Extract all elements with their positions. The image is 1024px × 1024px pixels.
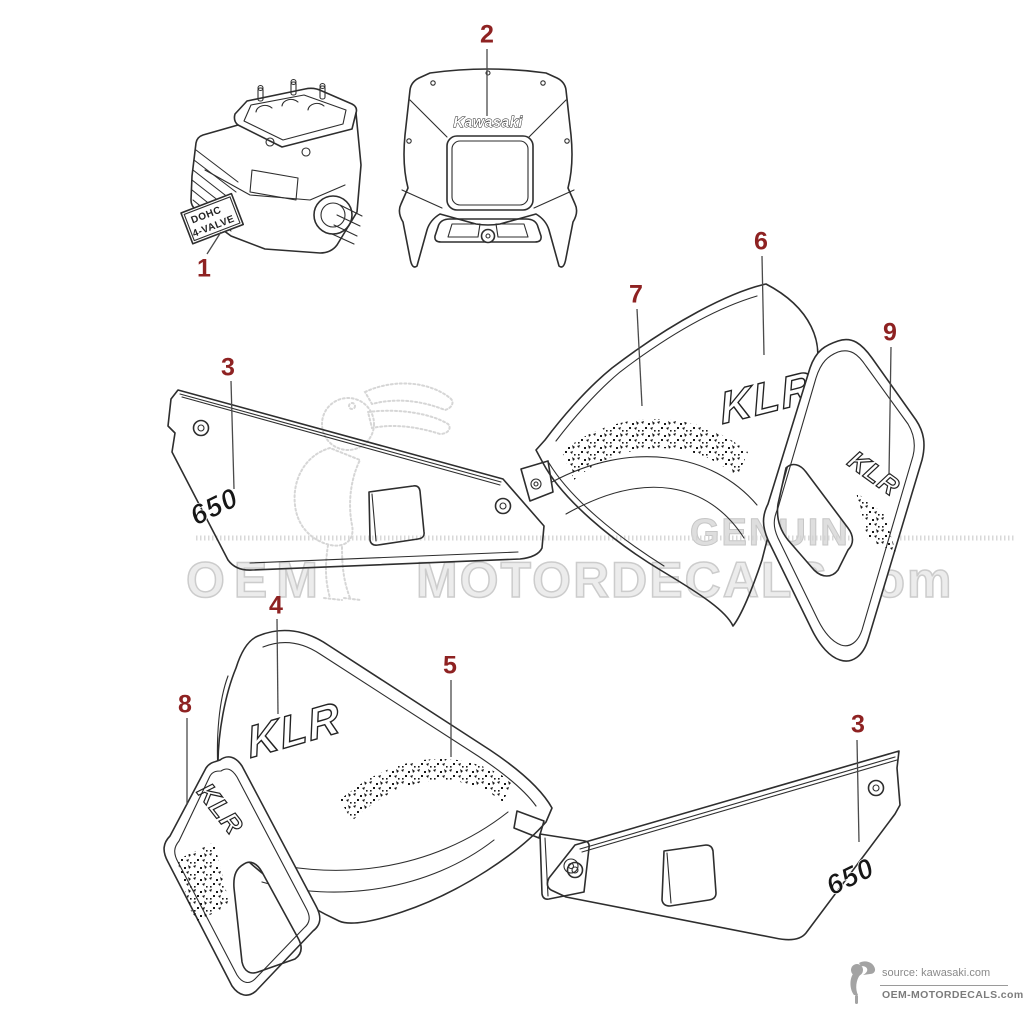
- badge-site-text: OEM-MOTORDECALS.com: [882, 989, 1024, 1001]
- source-badge: source: kawasaki.com OEM-MOTORDECALS.com: [846, 960, 1024, 1012]
- tank-klr-decal-left: KLR: [245, 693, 345, 768]
- watermark-toucan: [196, 382, 1016, 601]
- kawasaki-logo-decal: Kawasaki: [453, 115, 523, 131]
- side-panel-650-decal: 650: [185, 482, 243, 532]
- headlight-fairing-drawing: Kawasaki: [398, 68, 578, 268]
- dohc-valve-decal: DOHC 4-VALVE: [180, 192, 245, 245]
- leader-line-1-0: [206, 231, 222, 255]
- side-panel-right-drawing: 650: [546, 750, 901, 941]
- fuel-tank-right-drawing: KLR: [520, 283, 819, 627]
- callout-leader-lines: [186, 49, 892, 843]
- leader-line-6-5: [761, 255, 765, 356]
- tank-cover-right-drawing: KLR: [762, 338, 925, 662]
- cylinder-head-drawing: DOHC 4-VALVE: [180, 78, 363, 254]
- badge-source-text: source: kawasaki.com: [882, 967, 991, 979]
- leader-line-9-8: [888, 346, 892, 476]
- leader-line-7-6: [636, 308, 643, 407]
- side-panel-650-decal-right: 650: [821, 852, 879, 902]
- toucan-logo-icon: [850, 961, 876, 1004]
- leader-line-3-2: [230, 380, 235, 490]
- side-panel-left-drawing: 650: [167, 389, 545, 571]
- badge-divider: [880, 985, 1008, 986]
- leader-line-3-9: [856, 739, 860, 843]
- tank-cover-left-drawing: KLR: [163, 756, 321, 996]
- leader-line-4-3: [276, 618, 279, 715]
